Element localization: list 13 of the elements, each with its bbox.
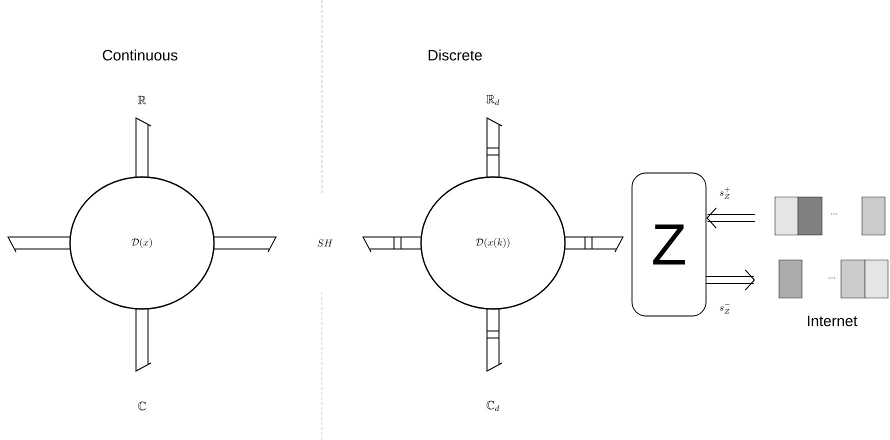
double-arrow [706, 208, 755, 228]
label: $SH$ [318, 239, 333, 247]
edge-label: $s_Z^+$ [720, 187, 730, 199]
edge-label: $s_Z^-$ [720, 304, 730, 314]
axis-label: $\mathbb{C}_d$ [486, 400, 500, 412]
axis-label: $\mathbb{R}_d$ [486, 95, 500, 106]
heading: Discrete [428, 50, 482, 60]
axis-label: $\mathbb{C}$ [138, 402, 146, 410]
heading: Continuous [102, 50, 178, 60]
double-arrow [706, 270, 756, 290]
process-box: Z [632, 172, 706, 316]
caption: Internet [808, 316, 858, 326]
axis-label: $\mathbb{R}$ [138, 96, 146, 104]
